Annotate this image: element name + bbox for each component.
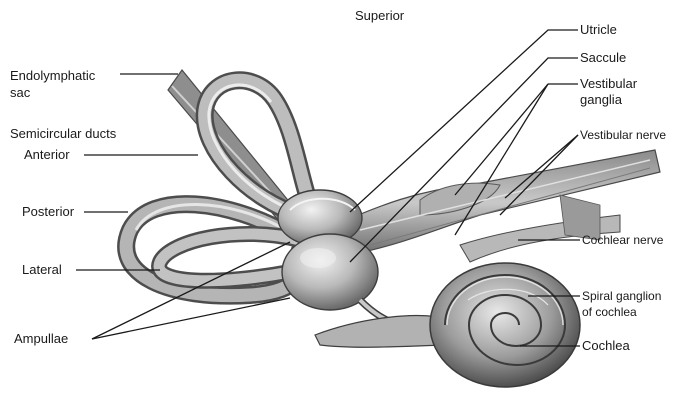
label-spiral-ganglion-2: of cochlea [582,305,637,319]
label-vestibular-nerve: Vestibular nerve [580,128,666,142]
label-ampullae: Ampullae [14,331,68,346]
label-cochlear-nerve: Cochlear nerve [582,233,664,247]
label-endolymphatic-sac-1: Endolymphatic [10,68,96,83]
label-utricle: Utricle [580,22,617,37]
leader-ampullae-2 [92,298,290,339]
saccule-shape [282,234,378,310]
label-spiral-ganglion-1: Spiral ganglion [582,289,661,303]
lateral-duct-shape [159,234,300,281]
label-superior: Superior [355,8,405,23]
label-vestibular-ganglia-1: Vestibular [580,76,638,91]
label-endolymphatic-sac-2: sac [10,85,31,100]
label-cochlea: Cochlea [582,338,630,353]
label-lateral: Lateral [22,262,62,277]
label-posterior: Posterior [22,204,75,219]
label-semicircular-ducts: Semicircular ducts [10,126,117,141]
label-anterior: Anterior [24,147,70,162]
label-vestibular-ganglia-2: ganglia [580,92,623,107]
label-saccule: Saccule [580,50,626,65]
